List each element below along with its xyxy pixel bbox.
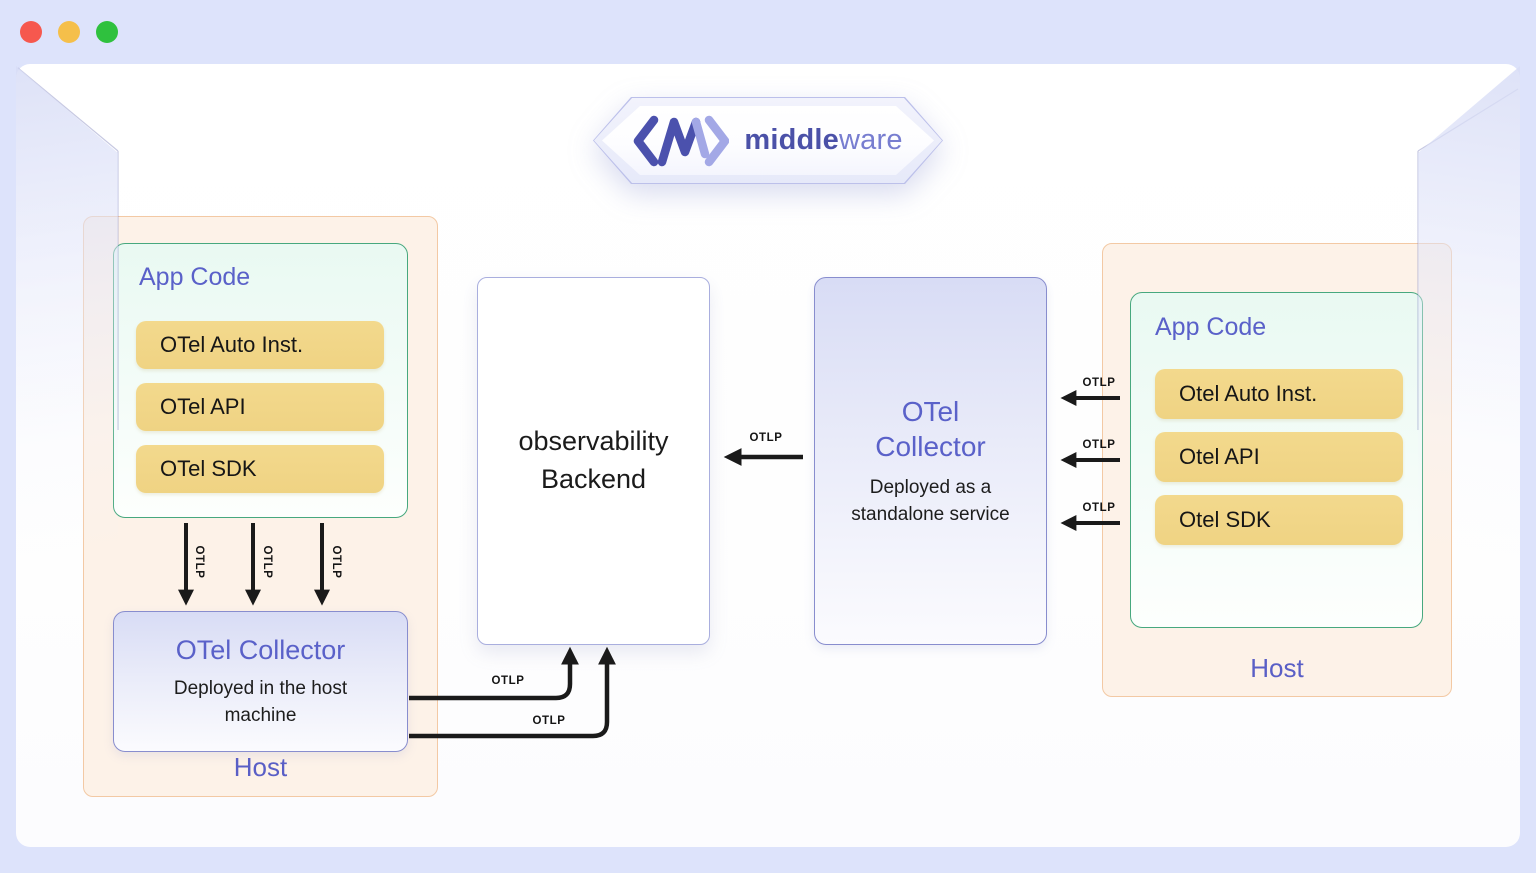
logo-badge-face: middleware (602, 106, 934, 175)
left-host-container: App Code OTel Auto Inst. OTel API OTel S… (83, 216, 438, 797)
close-window-button[interactable] (20, 21, 42, 43)
observability-backend-box: observability Backend (477, 277, 710, 645)
window-titlebar (0, 0, 1536, 64)
minimize-window-button[interactable] (58, 21, 80, 43)
right-appcode-title: App Code (1155, 313, 1267, 341)
left-otel-collector-box: OTel Collector Deployed in the host mach… (113, 611, 408, 752)
left-item-otel-auto-inst: OTel Auto Inst. (136, 321, 384, 369)
left-appcode-box: App Code OTel Auto Inst. OTel API OTel S… (113, 243, 408, 518)
backend-title-line2: Backend (540, 464, 647, 494)
backend-title-line1: observability (518, 426, 669, 457)
right-item-otel-sdk: Otel SDK (1155, 495, 1403, 545)
right-host-label: Host (1250, 653, 1304, 683)
left-collector-subtitle: Deployed in the host machine (173, 678, 348, 726)
standalone-collector-subtitle: Deployed as a standalone service (851, 476, 1010, 525)
logo-wordmark: middleware (744, 124, 902, 157)
standalone-collector-title: OTel Collector (875, 395, 986, 462)
left-item-otel-sdk: OTel SDK (136, 445, 384, 493)
right-item-otel-api: Otel API (1155, 432, 1403, 482)
backend-title: observability Backend (518, 423, 668, 499)
right-appcode-items: Otel Auto Inst. Otel API Otel SDK (1155, 369, 1403, 545)
standalone-otel-collector-box: OTel Collector Deployed as a standalone … (814, 277, 1047, 645)
logo-text-light: ware (839, 124, 903, 156)
right-item-otel-auto-inst: Otel Auto Inst. (1155, 369, 1403, 419)
code-chevrons-zigzag-icon (633, 112, 729, 170)
left-appcode-items: OTel Auto Inst. OTel API OTel SDK (136, 321, 384, 493)
left-host-label: Host (233, 752, 288, 782)
maximize-window-button[interactable] (96, 21, 118, 43)
logo-text-bold: middle (744, 124, 839, 156)
left-appcode-title: App Code (139, 263, 251, 291)
right-host-container: App Code Otel Auto Inst. Otel API Otel S… (1102, 243, 1452, 697)
left-collector-title: OTel Collector (175, 634, 346, 665)
middleware-logo: middleware (593, 97, 943, 184)
right-appcode-box: App Code Otel Auto Inst. Otel API Otel S… (1130, 292, 1423, 628)
left-item-otel-api: OTel API (136, 383, 384, 431)
